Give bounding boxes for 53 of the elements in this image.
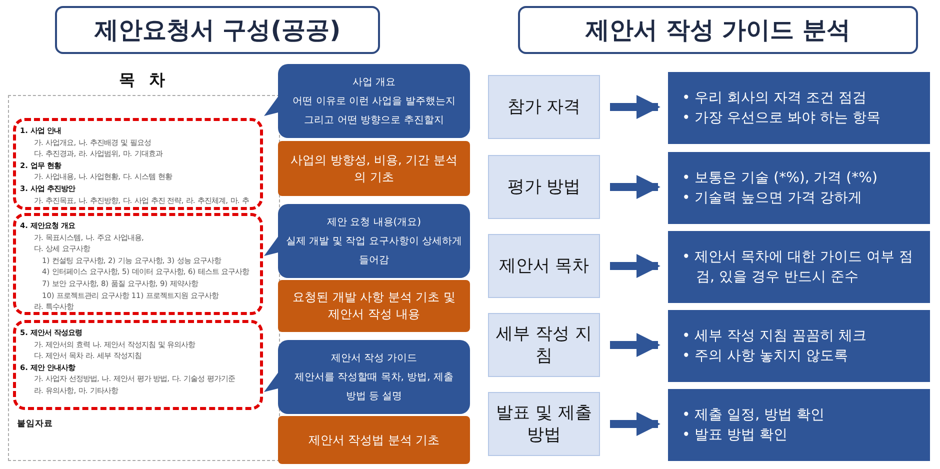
box-text: 평가 방법 [507,176,581,198]
bullet-text: • 우리 회사의 자격 조건 점검 [682,89,868,108]
detail-box [668,152,930,224]
arrow [610,254,660,278]
arrow [610,175,660,199]
bullet-text: • 기술력 높으면 가격 강하게 [682,189,864,208]
detail-box [668,231,930,303]
bullet-text: • 보통은 기술 (*%), 가격 (*%) [682,169,878,188]
arrow [610,95,660,119]
category-box [488,313,600,377]
speech-bubble [278,64,470,138]
bullet-text: • 제안서 목차에 대한 가이드 여부 점검, 있을 경우 반드시 준수 [682,248,914,287]
category-box [488,75,600,139]
header-title: 제안서 작성 가이드 분석 [585,15,851,46]
section-header [518,6,918,54]
bullet-text: • 발표 방법 확인 [682,426,789,445]
arrow [610,412,660,436]
box-text: 제안서 작성법 분석 기초 [308,432,440,448]
dashed-section-frame [13,320,263,410]
dashed-section-frame [13,213,263,315]
arrow [610,333,660,357]
document-heading: 목 차 [118,70,170,91]
bullet-text: • 가장 우선으로 봐야 하는 항목 [682,109,882,128]
dashed-section-frame [13,118,263,210]
bullet-text: • 주의 사항 놓치지 않도록 [682,347,850,366]
box-text: 제안서 목차 [498,255,590,277]
box-text: 참가 자격 [507,96,581,118]
category-box [488,155,600,219]
header-title: 제안요청서 구성(공공) [94,15,341,46]
box-text: 사업의 방향성, 비용, 기간 분석의 기초 [290,152,458,186]
category-box [488,234,600,298]
detail-box [668,310,930,382]
summary-box [278,141,470,196]
detail-box [668,72,930,144]
bullet-text: • 세부 작성 지침 꼼꼼히 체크 [682,327,868,346]
box-text: 세부 작성 지침 [495,323,593,367]
callout-heading: 제안 요청 내용(개요) [326,216,422,230]
detail-box [668,389,930,461]
box-text: 발표 및 제출 방법 [495,402,593,446]
bullet-text: • 제출 일정, 방법 확인 [682,406,826,425]
section-header [55,6,380,54]
category-box [488,392,600,456]
callout-text: 어떤 이유로 이런 사업을 발주했는지 그리고 어떤 방향으로 추진할지 [292,94,456,128]
summary-box [278,416,470,464]
callout-heading: 제안서 작성 가이드 [330,352,418,366]
callout-text: 실제 개발 및 작업 요구사항이 상세하게 들어감 [286,234,462,268]
speech-bubble [278,204,470,278]
speech-bubble [278,340,470,414]
box-text: 요청된 개발 사항 분석 기초 및 제안서 작성 내용 [291,289,457,323]
appendix-heading: 붙임자료 [17,418,53,430]
summary-box [278,280,470,332]
callout-text: 제안서를 작성할때 목차, 방법, 제출 방법 등 설명 [293,370,455,404]
callout-heading: 사업 개요 [352,76,396,90]
